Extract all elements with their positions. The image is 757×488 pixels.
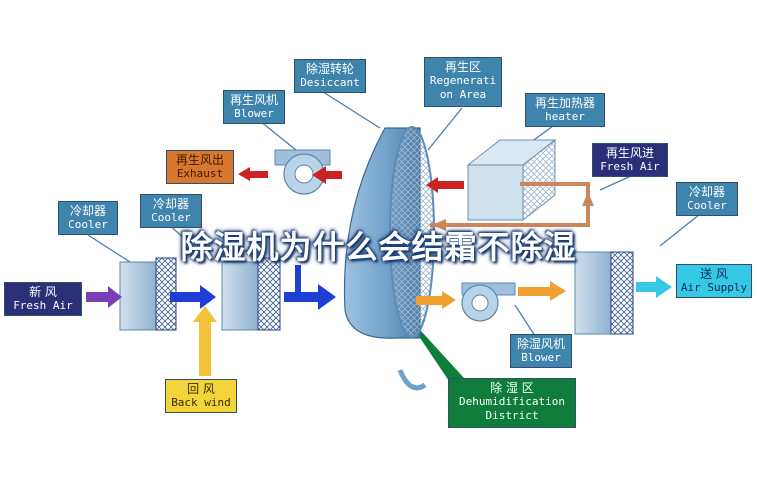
heater-zh: 再生加热器: [534, 96, 595, 110]
cyan-arrow: [636, 276, 672, 298]
blue-arrows: [170, 265, 336, 310]
cooler-right-en: Cooler: [687, 199, 727, 212]
blower-bottom-zh: 除湿风机: [516, 337, 565, 351]
overlay-title: 除湿机为什么会结霜不除湿: [180, 228, 577, 266]
cooler-left-zh: 冷却器: [69, 204, 106, 218]
regeneration-zh: 再生区: [444, 60, 481, 74]
cooler-left-en: Cooler: [68, 218, 108, 231]
cooler-mid-unit: [221, 257, 281, 331]
air-supply-zh: 送 风: [700, 267, 728, 281]
air-supply-en: Air Supply: [680, 281, 748, 294]
cooler-mid-zh: 冷却器: [152, 197, 189, 211]
fresh-air-zh: 新 风: [29, 285, 57, 299]
label-fresh-air-in: 再生风进 Fresh Air: [592, 143, 668, 177]
exhaust-zh: 再生风出: [175, 153, 224, 167]
fresh-air-in-zh: 再生风进: [605, 146, 654, 160]
fresh-air-en: Fresh Air: [13, 299, 73, 312]
label-blower-top: 再生风机 Blower: [223, 90, 285, 124]
heater-unit: [466, 138, 557, 222]
label-dehumidification-district: 除 湿 区 Dehumidification District: [448, 378, 576, 428]
back-wind-en: Back wind: [171, 396, 231, 409]
orange-arrows: [416, 281, 566, 309]
label-exhaust: 再生风出 Exhaust: [166, 150, 234, 184]
dehumidification-blower: [461, 282, 516, 322]
dehumid-en-2: District: [485, 409, 539, 422]
pipe-arrow-left: [432, 219, 446, 231]
label-regeneration-area: 再生区 Regenerati on Area: [424, 57, 502, 107]
exhaust-en: Exhaust: [176, 167, 224, 180]
label-blower-bottom: 除湿风机 Blower: [510, 334, 572, 368]
regeneration-blower: [274, 149, 331, 195]
label-fresh-air: 新 风 Fresh Air: [4, 282, 82, 316]
back-wind-zh: 回 风: [187, 382, 215, 396]
cooler-mid-en: Cooler: [151, 211, 191, 224]
pipe-arrow-up: [582, 192, 594, 206]
regeneration-en-2: on Area: [439, 88, 487, 101]
yellow-arrow: [193, 306, 217, 376]
label-back-wind: 回 风 Back wind: [165, 379, 237, 413]
purple-arrow: [86, 286, 122, 308]
dehumid-zh: 除 湿 区: [490, 381, 534, 395]
red-arrows: [238, 166, 464, 193]
cooler-right-unit: [574, 251, 634, 335]
dehumid-en-1: Dehumidification: [459, 395, 565, 408]
label-heater: 再生加热器 heater: [525, 93, 605, 127]
label-cooler-right: 冷却器 Cooler: [676, 182, 738, 216]
cooler-left-unit: [119, 257, 177, 331]
blower-top-en: Blower: [234, 107, 274, 120]
label-cooler-mid: 冷却器 Cooler: [140, 194, 202, 228]
heater-en: heater: [545, 110, 585, 123]
cooler-right-zh: 冷却器: [688, 185, 725, 199]
desiccant-zh: 除湿转轮: [305, 62, 354, 76]
label-cooler-left: 冷却器 Cooler: [58, 201, 118, 235]
fresh-air-in-en: Fresh Air: [600, 160, 660, 173]
desiccant-wheel: [343, 126, 435, 391]
blower-top-zh: 再生风机: [229, 93, 278, 107]
regeneration-en-1: Regenerati: [429, 74, 497, 87]
label-air-supply: 送 风 Air Supply: [676, 264, 752, 298]
blower-bottom-en: Blower: [521, 351, 561, 364]
desiccant-en: Desiccant: [300, 76, 360, 89]
label-desiccant: 除湿转轮 Desiccant: [294, 59, 366, 93]
